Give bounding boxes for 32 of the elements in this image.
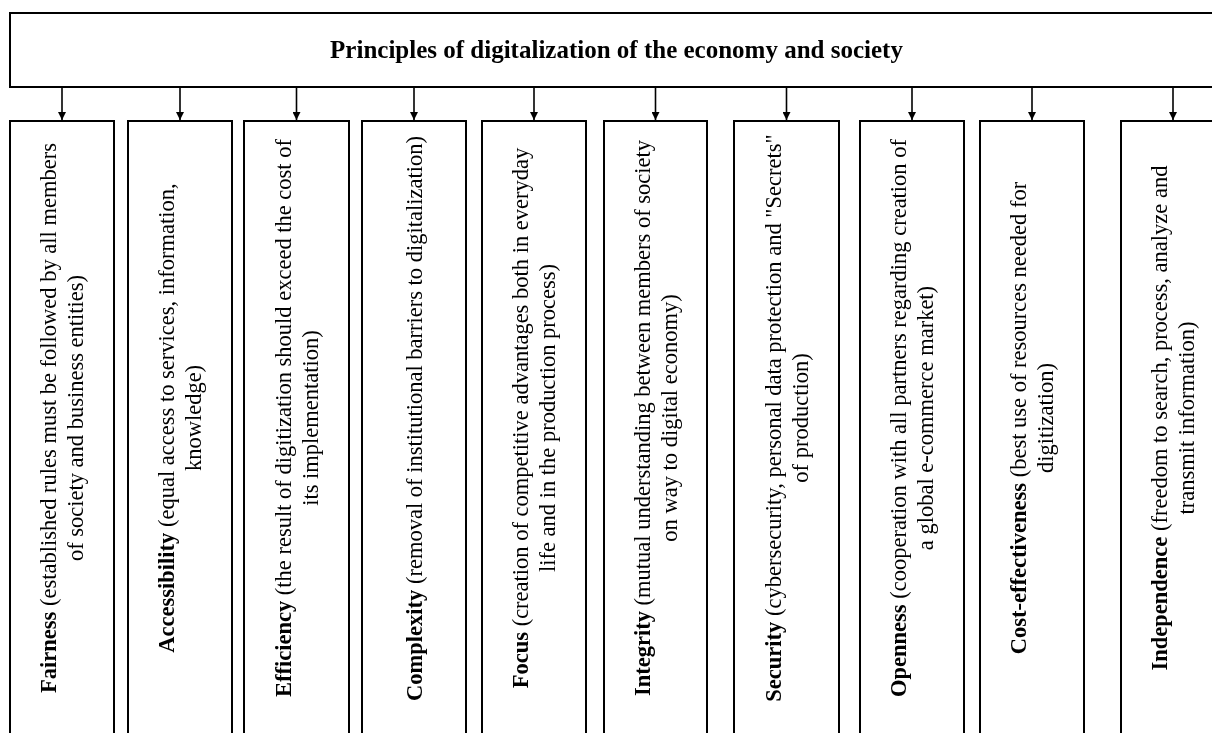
- principle-text: Cost-effectiveness (best use of resources needed for digitization): [1005, 180, 1059, 657]
- arrow: [782, 87, 791, 121]
- arrow: [1169, 87, 1177, 121]
- arrow: [176, 87, 184, 121]
- principle-text: Security (cybersecurity, personal data protection and "Secrets" of production): [759, 133, 814, 703]
- principle-box: [243, 120, 350, 733]
- arrow: [1028, 87, 1036, 121]
- principle-box: [481, 120, 587, 733]
- principle-box: [127, 120, 233, 733]
- principle-text: Integrity (mutual understanding between members of society on way to digital economy): [628, 138, 683, 699]
- principle-text: Focus (creation of competitive advantages both in everyday life and in the production process): [507, 146, 561, 691]
- principle-text: Accessibility (equal access to services, information, knowledge): [153, 182, 207, 655]
- principle-text: Independence (freedom to search, process, analyze and transmit information): [1146, 164, 1200, 673]
- principle-text: Complexity (removal of institutional barriers to digitalization): [400, 134, 428, 703]
- principle-text: Efficiency (the result of digitization should exceed the cost of its implementation): [269, 138, 324, 699]
- heading-text: Principles of digitalization of the economy and society: [330, 36, 903, 64]
- principle-box: [361, 120, 467, 733]
- principle-box: [1120, 120, 1212, 733]
- arrow: [58, 87, 66, 121]
- arrow: [530, 87, 538, 121]
- arrow: [410, 87, 418, 121]
- principle-box: [733, 120, 840, 733]
- principle-box: [979, 120, 1085, 733]
- principle-box: [603, 120, 708, 733]
- principle-box: [859, 120, 965, 733]
- principle-text: Fairness (established rules must be followed by all members of society and business entities): [35, 142, 89, 695]
- heading-box: [9, 12, 1212, 88]
- arrow: [651, 87, 660, 121]
- principle-box: [9, 120, 115, 733]
- principle-text: Openness (cooperation with all partners regarding creation of a global e-commerce market): [885, 138, 939, 699]
- arrow: [292, 87, 301, 121]
- arrow: [908, 87, 916, 121]
